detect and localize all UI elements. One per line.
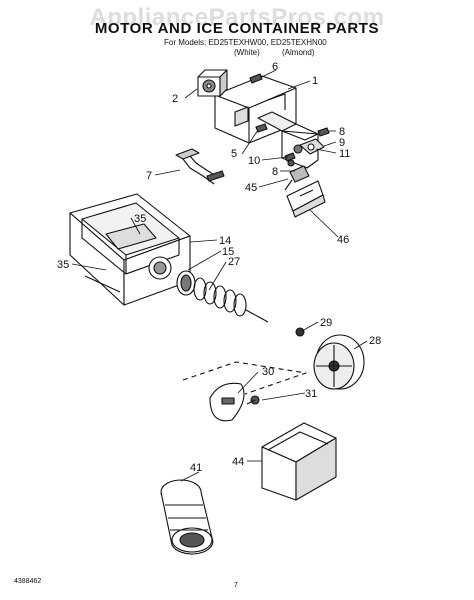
watermark: AppliancePartsPros.com bbox=[89, 4, 385, 31]
auger-spring bbox=[176, 270, 269, 323]
color-almond-label: (Almond) bbox=[282, 48, 315, 57]
leader-lines bbox=[71, 69, 368, 482]
callout-label: 41 bbox=[190, 462, 202, 474]
callout-label: 29 bbox=[320, 317, 332, 329]
callout-labels: 6 1 2 8 9 11 5 10 8 7 45 46 35 14 15 27 … bbox=[57, 61, 381, 474]
callout-label: 15 bbox=[222, 246, 234, 258]
models-line: For Models: ED25TEXHW00, ED25TEXHN00 bbox=[164, 38, 327, 47]
callout-label: 2 bbox=[172, 93, 178, 105]
callout-label: 31 bbox=[305, 388, 317, 400]
callout-label: 10 bbox=[248, 155, 260, 167]
callout-label: 46 bbox=[337, 234, 349, 246]
callout-label: 11 bbox=[339, 148, 350, 160]
callout-label: 14 bbox=[219, 235, 231, 247]
actuator-parts bbox=[284, 138, 325, 191]
page-number: 7 bbox=[234, 582, 238, 589]
callout-label: 9 bbox=[339, 137, 345, 149]
callout-label: 35 bbox=[57, 259, 69, 271]
crusher-blade bbox=[182, 361, 307, 422]
callout-label: 8 bbox=[272, 166, 278, 178]
callout-label: 8 bbox=[339, 126, 345, 138]
ice-container-housing bbox=[69, 193, 191, 306]
drive-motor bbox=[197, 69, 228, 97]
callout-label: 28 bbox=[369, 335, 381, 347]
page-title: MOTOR AND ICE CONTAINER PARTS bbox=[94, 20, 380, 37]
cover-46 bbox=[286, 180, 326, 218]
hardware-screws bbox=[246, 73, 330, 405]
callout-label: 5 bbox=[231, 148, 237, 160]
callout-label: 30 bbox=[262, 366, 274, 378]
wire-harness bbox=[175, 148, 225, 185]
callout-label: 27 bbox=[228, 256, 240, 268]
callout-label: 35 bbox=[134, 213, 146, 225]
impeller-28 bbox=[313, 334, 365, 390]
callout-label: 44 bbox=[232, 456, 244, 468]
callout-label: 7 bbox=[146, 170, 152, 182]
callout-label: 45 bbox=[245, 182, 257, 194]
callout-label: 6 bbox=[272, 61, 278, 73]
auger-tube bbox=[160, 479, 214, 555]
document-code: 4388462 bbox=[14, 578, 42, 585]
callout-label: 1 bbox=[312, 75, 318, 87]
color-white-label: (White) bbox=[234, 48, 260, 57]
dispenser-housing bbox=[261, 422, 337, 501]
